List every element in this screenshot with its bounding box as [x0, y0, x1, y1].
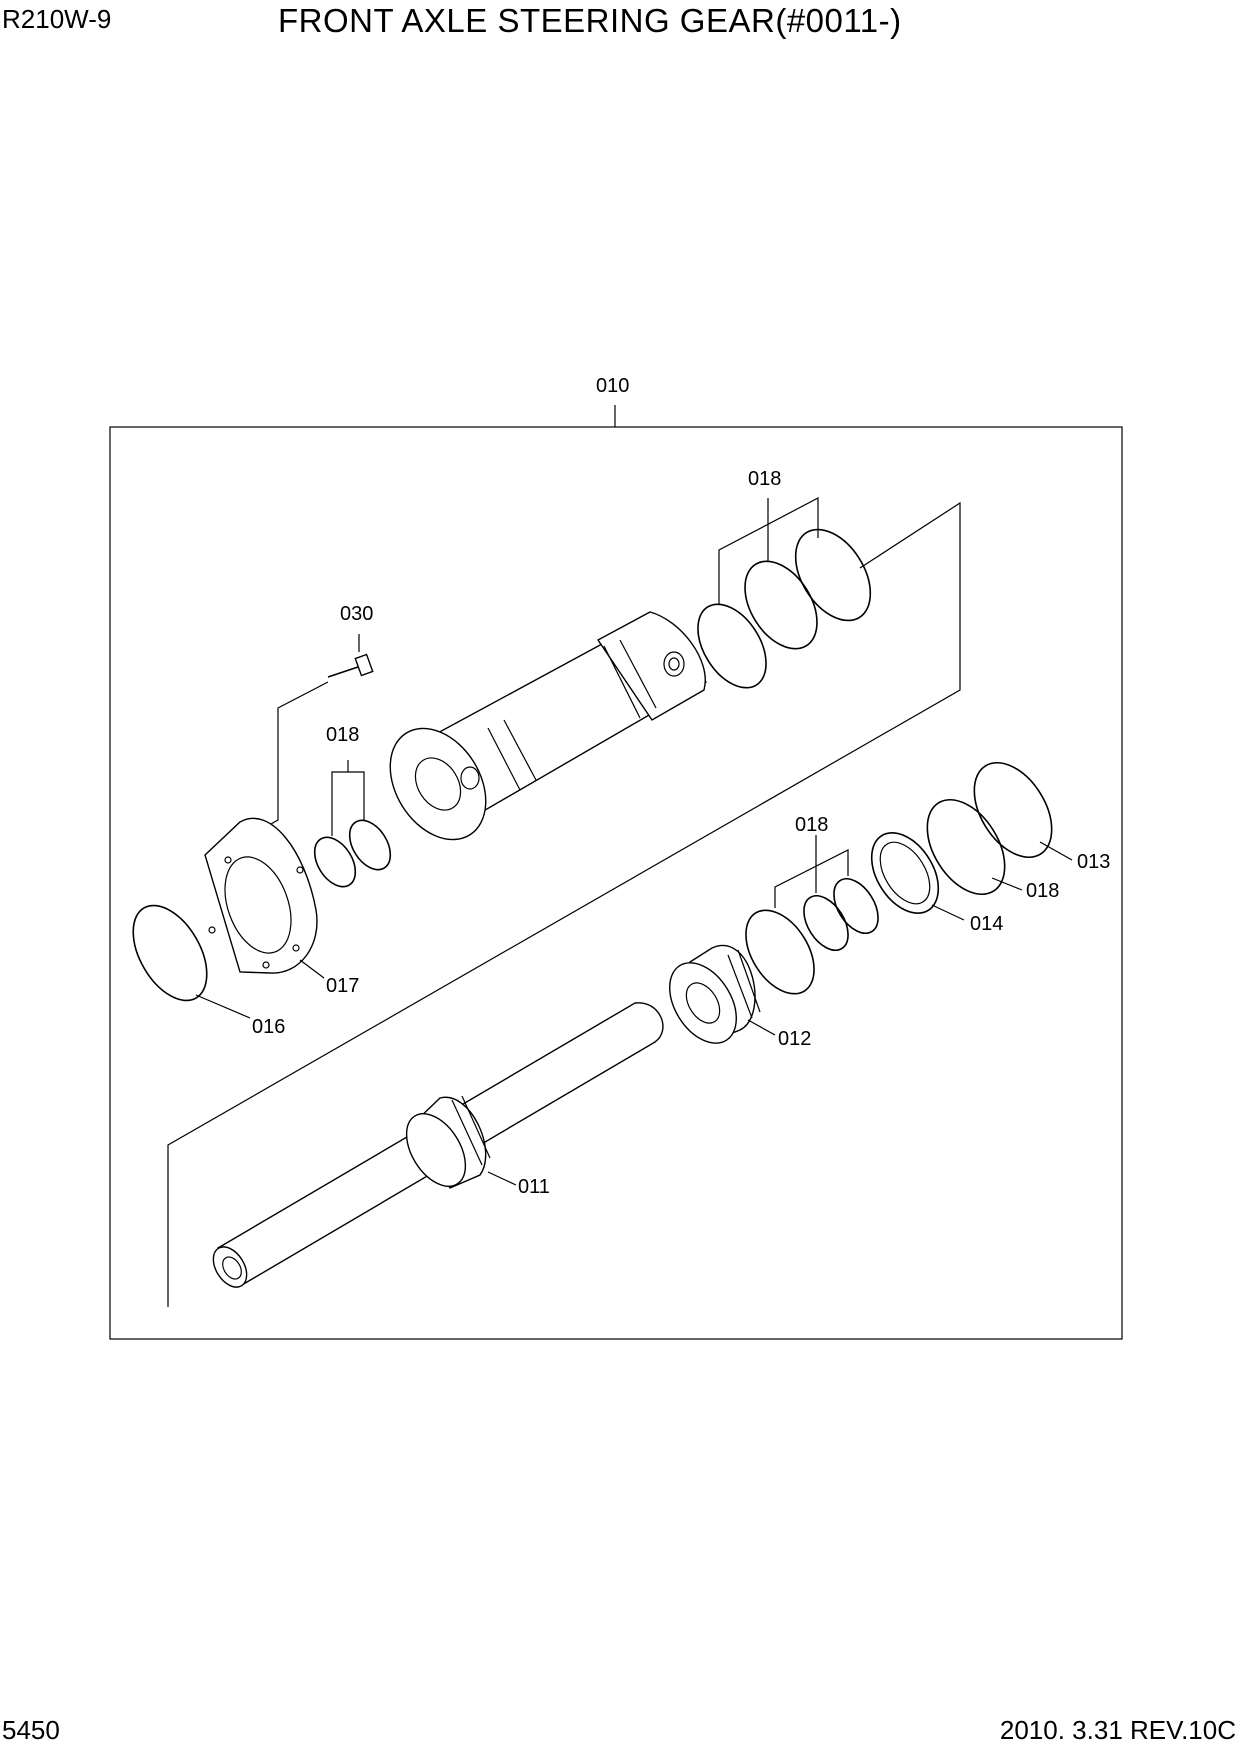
callout-018-left: 018 — [326, 724, 359, 746]
callout-011: 011 — [518, 1176, 550, 1198]
callout-017: 017 — [326, 975, 359, 997]
callout-018-right: 018 — [1026, 880, 1059, 902]
page-title: FRONT AXLE STEERING GEAR(#0011-) — [278, 2, 902, 39]
o-ring-set-top — [697, 497, 872, 689]
cylinder-gland — [669, 944, 776, 1044]
cylinder-tube — [389, 611, 708, 841]
callout-013: 013 — [1077, 851, 1110, 873]
callout-030: 030 — [340, 603, 373, 625]
assembly-frame — [109, 405, 1123, 1340]
backup-ring — [973, 761, 1073, 861]
revision-date: 2010. 3.31 REV.10C — [999, 1715, 1236, 1745]
callout-018-mid: 018 — [795, 814, 828, 836]
callout-016: 016 — [252, 1016, 285, 1038]
model-code: R210W-9 — [2, 4, 112, 34]
piston-rod — [212, 1002, 664, 1288]
callout-012: 012 — [778, 1028, 811, 1050]
lock-washer — [870, 832, 965, 921]
assembly-bracket-outline — [167, 501, 961, 1307]
retaining-ring — [132, 904, 251, 1019]
callout-018-top: 018 — [748, 468, 781, 490]
page-number: 5450 — [2, 1715, 60, 1745]
o-ring-right — [926, 798, 1023, 896]
flange-plate — [204, 817, 325, 979]
o-ring-set-mid — [745, 835, 879, 995]
callout-014: 014 — [970, 913, 1003, 935]
callout-010: 010 — [596, 375, 629, 397]
o-ring-set-left — [313, 760, 392, 888]
